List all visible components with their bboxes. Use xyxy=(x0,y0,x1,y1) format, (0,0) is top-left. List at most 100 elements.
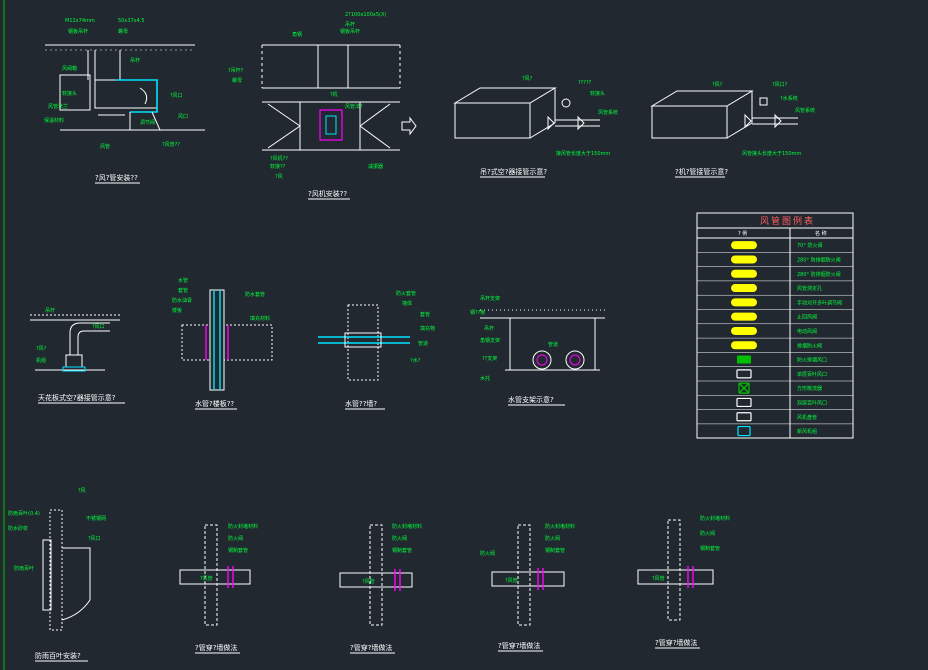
label-outlet: ?风口 xyxy=(170,93,183,99)
drawing-unit-pipe-connection[interactable]: ?风? ?风口? ?水系统 风管系统 风管接头长度大于150mm ?机?管接管示… xyxy=(650,82,815,178)
label-wall: 墙体 xyxy=(402,300,412,307)
legend-col-name: 名 称 xyxy=(815,230,827,237)
label-rod: 吊杆 xyxy=(45,307,55,314)
legend-row-name: 280° 防排烟防火阀 xyxy=(797,271,841,278)
label-fire-damper: 防火阀 xyxy=(545,535,560,542)
label-sleeve: 套管 xyxy=(178,287,188,294)
label-louver: 防雨百叶 xyxy=(14,565,34,572)
yellow-bar-icon xyxy=(731,269,757,278)
label-wood: 木托 xyxy=(480,375,490,382)
label-damper: ?风? xyxy=(712,82,723,88)
yellow-bar-icon xyxy=(731,298,757,307)
drawing-title: 吊?式空?器接管示意? xyxy=(480,167,547,176)
drawing-title: 防雨百叶安装? xyxy=(35,651,81,660)
legend-row-name: 方形散流器 xyxy=(797,385,822,392)
drawing-duct-wall-3[interactable]: 防火封堵材料 防火阀 钢制套管 ?风管 防火阀 ?管穿?墙做法 xyxy=(480,523,575,652)
drawing-air-outlet-install[interactable]: M12x74mm 50x37x4.5 钢板吊杆 螺母 吊杆 风阀箱 ?风口 软接… xyxy=(44,18,205,184)
legend-row-name: 280° 防排烟防火阀 xyxy=(797,256,841,263)
legend-row-name: 风管测定孔 xyxy=(797,285,822,292)
label-waterproof-sleeve: 防水套管 xyxy=(245,291,265,298)
legend-row-name: 70° 防火阀 xyxy=(797,242,822,249)
drawing-title: ?机?管接管示意? xyxy=(675,167,728,176)
drawing-pipe-through-slab[interactable]: 水管 套管 防水油膏 楼板 防水套管 填充材料 水管?楼板?? xyxy=(172,277,273,410)
label-length: 风管接头长度大于150mm xyxy=(742,150,801,157)
label-mesh: 不锈钢网 xyxy=(86,515,106,522)
legend-row-name: 防火排烟风口 xyxy=(797,357,827,364)
green-diffuser-icon xyxy=(738,382,750,394)
label-steel-sleeve: 钢制套管 xyxy=(392,547,412,554)
diffuser-cross-mark xyxy=(738,382,750,394)
white-grid-icon xyxy=(736,397,752,408)
label-outlet: ?风口 xyxy=(92,324,105,330)
label-damper: 调节阀 xyxy=(140,119,155,126)
label-outlet: ?风口 xyxy=(88,536,101,542)
label-damper: ?风? xyxy=(36,346,47,352)
legend-row-name: 排烟防火阀 xyxy=(797,342,822,349)
label-fire-sealant: 防火封堵材料 xyxy=(392,523,422,530)
label-fire-damper: 防火阀 xyxy=(228,535,243,542)
label-fire-damper: 防火阀 xyxy=(392,535,407,542)
label-nut: 螺母 xyxy=(118,28,128,35)
label-vent: 风口 xyxy=(178,114,188,120)
white-box-icon xyxy=(736,412,752,422)
cyan-box-icon xyxy=(737,425,751,437)
drawing-duct-wall-2[interactable]: 防火封堵材料 防火阀 钢制套管 ?风管 ?管穿?墙做法 xyxy=(339,523,422,654)
green-grille-icon xyxy=(737,355,751,364)
label-fire-sealant: 防火封堵材料 xyxy=(545,523,575,530)
label-damper: ?风? xyxy=(522,76,533,82)
legend-row-name: 止回风阀 xyxy=(797,314,817,321)
legend-row-name: 风机盘管 xyxy=(797,414,817,421)
label-louver-spec: 防雨百叶(0.4) xyxy=(8,510,40,517)
drawing-ceiling-ac-connection[interactable]: ?风? ????? 软接头 风管系统 接风管长度大于150mm 吊?式空?器接管… xyxy=(453,76,618,178)
yellow-bar-icon xyxy=(731,255,757,264)
label-box: 风阀箱 xyxy=(62,65,77,72)
label-angle-size: 2?100x100x5(X) xyxy=(345,12,386,18)
label-unknown: ????? xyxy=(578,80,592,86)
label-mortar: 防水砂浆 xyxy=(8,525,28,532)
label-pipe: 管道 xyxy=(548,341,558,348)
drawing-title: ?管穿?墙做法 xyxy=(498,641,540,650)
label-duct-system: 风管系统 xyxy=(795,107,815,114)
drawing-ceiling-ac[interactable]: 吊杆 ?风口 ?风? 机组 天花板式空?器接管示意? xyxy=(30,307,125,404)
drawing-duct-wall-1[interactable]: 防火封堵材料 防火阀 钢制套管 ?风管 ?管穿?墙做法 xyxy=(179,523,258,654)
label-duct: ?风管 xyxy=(362,578,375,585)
label-water: ?水系统 xyxy=(780,95,798,102)
label-support: ??支架 xyxy=(482,355,497,362)
label-steel-sleeve: 钢制套管 xyxy=(228,547,248,554)
drawing-pipe-support[interactable]: 吊杆支架 钢??板 吊杆 角钢支架 ??支架 管道 木托 水管支架示意? xyxy=(470,295,605,406)
legend-row-name: 电动风阀 xyxy=(797,328,817,335)
label-water: ?水? xyxy=(410,357,421,364)
yellow-bar-icon xyxy=(731,241,757,250)
drawing-fan-install[interactable]: 2?100x100x5(X) 角钢 吊杆 钢板吊杆 ?吊杆? 螺母 ?机 ?风机… xyxy=(228,12,417,200)
label-sealant: 防水油膏 xyxy=(172,297,192,304)
label-duct: 风管 xyxy=(100,143,110,150)
label-angle-support: 角钢支架 xyxy=(480,337,500,344)
drawing-pipe-through-wall[interactable]: 防火套管 墙体 套管 填充物 管道 ?水? 水管??墙? xyxy=(318,290,435,410)
label-air: ?风 xyxy=(275,174,283,180)
label-air-duct: ?风管?? xyxy=(162,141,180,148)
label-soft-joint: 软接头 xyxy=(590,90,605,97)
label-fan-unit: ?风机?? xyxy=(270,155,288,162)
label-plate: 钢板吊杆 xyxy=(68,28,88,35)
drawing-title: ?管穿?墙做法 xyxy=(655,638,697,647)
label-soft-joint: 软接?? xyxy=(270,163,286,170)
label-rod2: ?吊杆? xyxy=(228,67,244,74)
legend-row-name: 双层百叶风口 xyxy=(797,399,827,406)
legend-row-name: 新风机组 xyxy=(797,428,817,435)
label-plate: 钢板吊杆 xyxy=(340,28,360,35)
drawing-rain-louver[interactable]: ?风 防雨百叶(0.4) 防水砂浆 不锈钢网 ?风口 防雨百叶 防雨百叶安装? xyxy=(8,488,106,662)
label-rod: 吊杆 xyxy=(130,57,140,64)
drawing-duct-wall-4[interactable]: 防火封堵材料 防火阀 钢制套管 ?风管 ?管穿?墙做法 xyxy=(637,515,730,649)
label-duct-system: 风管系统 xyxy=(598,109,618,116)
label-isolator: 减振器 xyxy=(368,163,383,170)
label-air: ?风 xyxy=(78,488,86,494)
label-duct: ?风管 xyxy=(200,575,213,582)
legend-title: 风管图例表 xyxy=(760,215,815,227)
drawing-title: ?管穿?墙做法 xyxy=(350,643,392,652)
drawing-title: 水管?楼板?? xyxy=(195,399,234,408)
label-rod: 吊杆 xyxy=(345,21,355,28)
